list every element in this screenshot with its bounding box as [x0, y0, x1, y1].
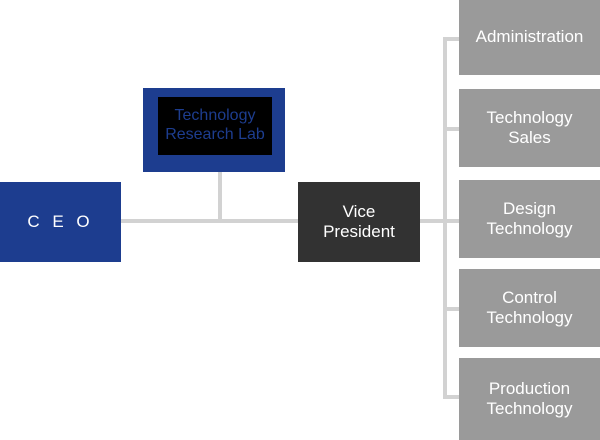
node-research-lab[interactable]: Technology Research Lab [143, 88, 285, 172]
connector-vice-president-to-bus [420, 219, 459, 223]
node-department-production-technology[interactable]: Production Technology [459, 358, 600, 440]
node-department-label: Design Technology [486, 198, 573, 238]
node-department-label: Technology Sales [486, 107, 573, 147]
connector-stub-production-technology [443, 395, 461, 399]
connector-stub-design-technology [443, 219, 461, 223]
node-department-control-technology[interactable]: Control Technology [459, 269, 600, 347]
node-ceo-label: C E O [27, 211, 94, 231]
node-department-design-technology[interactable]: Design Technology [459, 180, 600, 258]
node-department-label: Administration [475, 27, 584, 47]
node-department-technology-sales[interactable]: Technology Sales [459, 89, 600, 167]
node-vice-president[interactable]: Vice President [298, 182, 420, 262]
connector-ceo-to-vice-president [121, 219, 298, 223]
research-lab-text-backdrop: Technology Research Lab [158, 97, 272, 155]
connector-stub-control-technology [443, 307, 461, 311]
connector-research-lab-drop [218, 172, 222, 223]
connector-stub-administration [443, 37, 461, 41]
node-vice-president-label: Vice President [323, 201, 395, 241]
node-research-lab-label: Technology Research Lab [165, 107, 265, 143]
node-department-label: Production Technology [486, 378, 573, 418]
node-department-administration[interactable]: Administration [459, 0, 600, 75]
connector-department-bus [443, 37, 447, 397]
connector-stub-technology-sales [443, 127, 461, 131]
node-department-label: Control Technology [486, 287, 573, 327]
node-ceo[interactable]: C E O [0, 182, 121, 262]
